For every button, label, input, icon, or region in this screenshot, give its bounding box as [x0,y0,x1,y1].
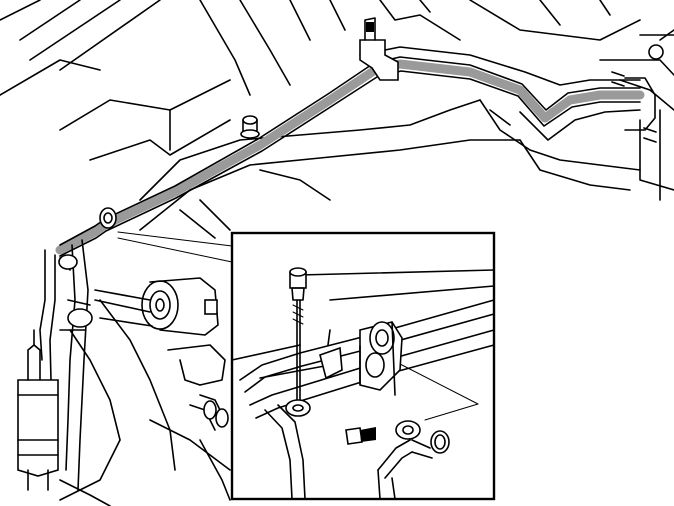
lower-hoses [39,239,93,491]
detail-inset [230,231,496,501]
clip-icon [319,329,343,380]
nut-icon [395,420,421,440]
nut-icon [204,299,218,315]
clip-icon [359,17,399,81]
bolt-icon [289,267,307,401]
ac-refrigerant-line [55,17,657,263]
o-ring-icon [430,430,450,454]
clip-icon [99,207,117,229]
compressor [94,277,231,501]
grommet-icon [240,115,260,139]
body-hole [648,44,664,60]
grommet-icon [359,321,403,396]
bolt-icon [345,427,376,445]
accumulator [17,329,59,491]
